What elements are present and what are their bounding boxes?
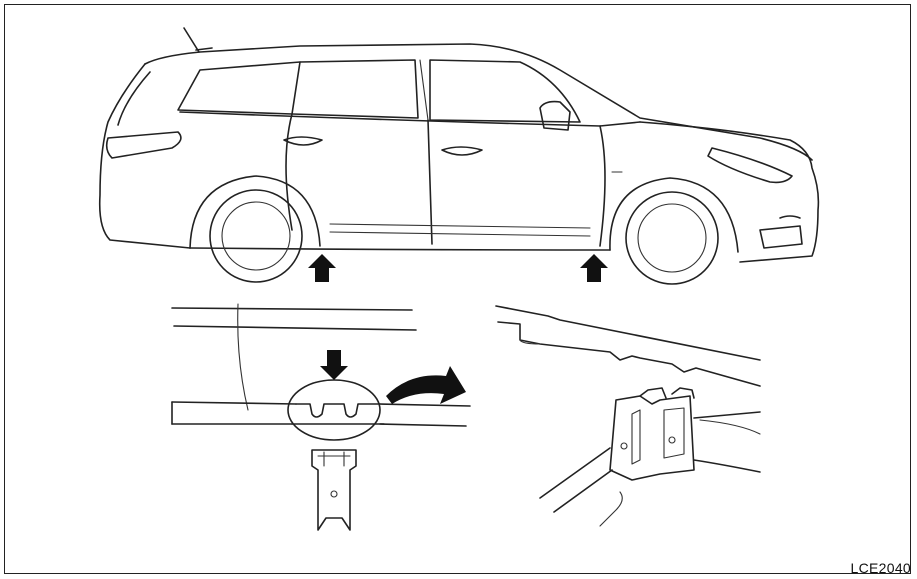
diagram-frame	[4, 4, 911, 574]
jack-head	[311, 449, 357, 531]
vehicle-side-view	[98, 27, 820, 285]
figure-code: LCE2040	[850, 560, 911, 576]
jack-engaged-detail-view	[495, 305, 761, 527]
rear-jack-point-arrow	[308, 254, 336, 282]
front-jack-point-arrow	[580, 254, 608, 282]
detail-pointer-arrow	[386, 366, 466, 404]
sill-detail-view	[171, 303, 471, 531]
jack-point-down-arrow	[320, 350, 348, 380]
jack-point-highlight-ellipse	[287, 379, 381, 441]
